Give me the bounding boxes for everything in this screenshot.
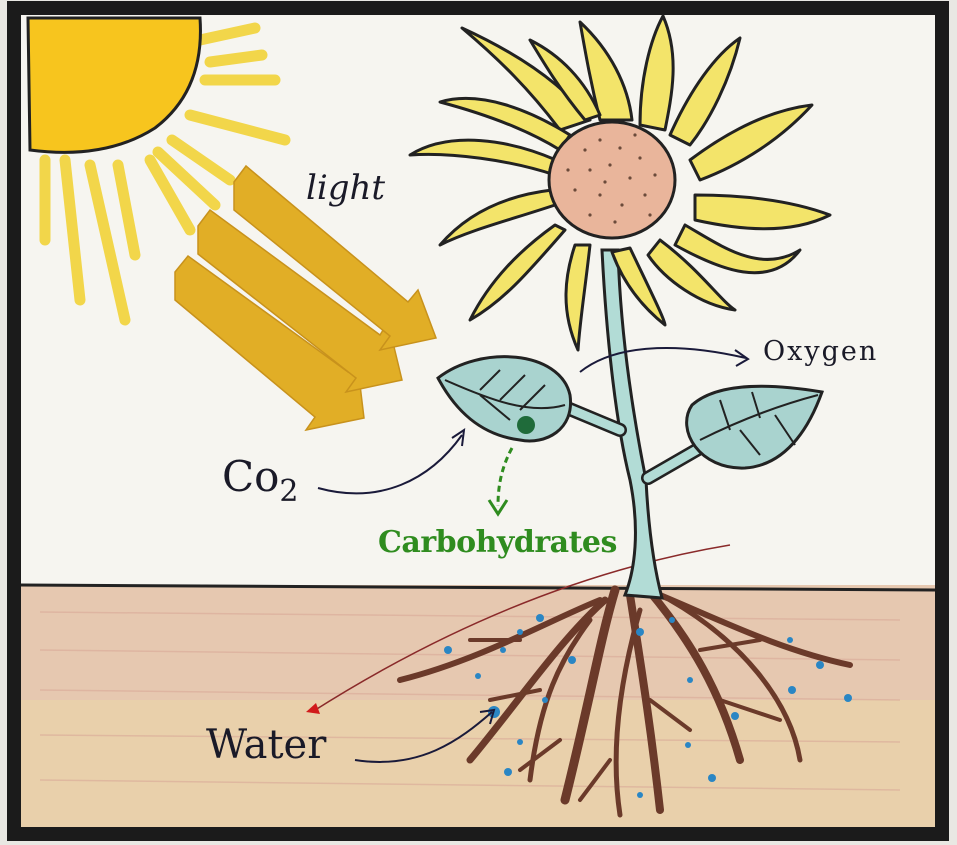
oxygen-label: Oxygen [763, 336, 878, 367]
co2-label: Co2 [222, 452, 299, 509]
co2-label-main: Co [222, 452, 279, 501]
chloroplast-spot [517, 416, 535, 434]
water-label: Water [206, 722, 326, 768]
light-label: light [306, 168, 385, 208]
flower-center [549, 122, 675, 238]
carbohydrates-label: Carbohydrates [378, 525, 617, 560]
co2-label-subscript: 2 [279, 474, 298, 509]
soil [21, 585, 935, 827]
